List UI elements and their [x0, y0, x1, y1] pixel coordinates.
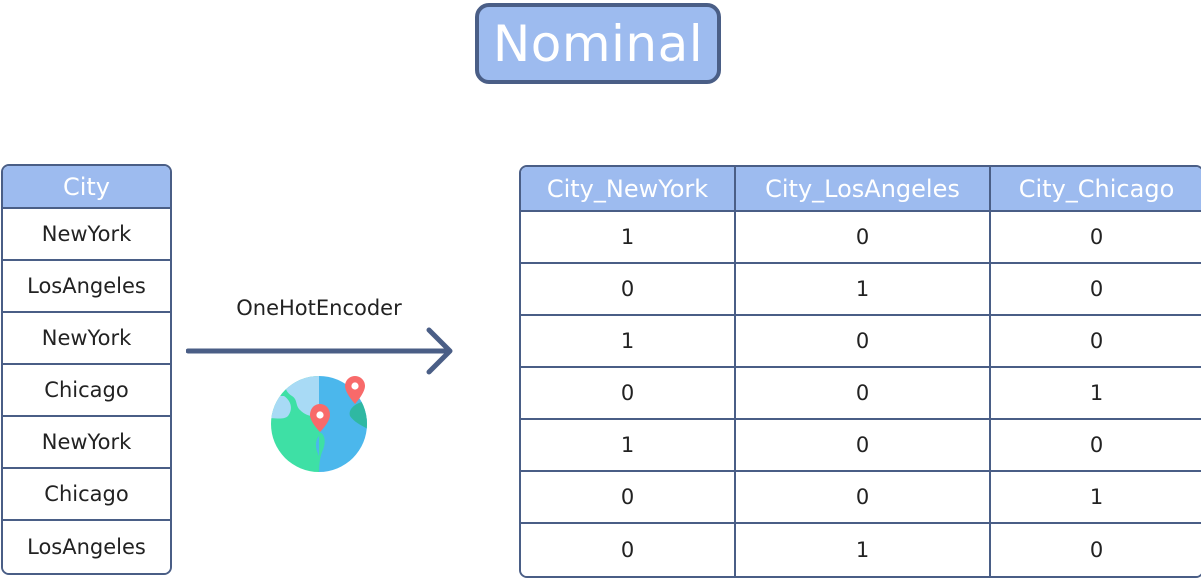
table-cell: 1	[991, 368, 1201, 420]
table-cell: 0	[991, 420, 1201, 472]
table-cell: 0	[736, 316, 991, 368]
table-row: 0 0 1	[521, 472, 1201, 524]
table-row: LosAngeles	[3, 521, 170, 573]
table-cell: 0	[521, 264, 736, 316]
table-row: 0 0 1	[521, 368, 1201, 420]
table-cell: 0	[736, 420, 991, 472]
table-cell: 0	[991, 212, 1201, 264]
table-cell: 0	[521, 368, 736, 420]
table-cell: 1	[736, 264, 991, 316]
table-row: NewYork	[3, 209, 170, 261]
table-cell: 0	[991, 264, 1201, 316]
map-pin-icon	[310, 404, 330, 432]
table-cell: 0	[736, 368, 991, 420]
table-cell: 0	[736, 212, 991, 264]
column-header-city-newyork: City_NewYork	[521, 167, 736, 212]
table-cell: LosAngeles	[3, 261, 170, 313]
table-cell: 0	[521, 524, 736, 576]
table-cell: NewYork	[3, 209, 170, 261]
table-row: NewYork	[3, 313, 170, 365]
table-row: 0 1 0	[521, 524, 1201, 576]
table-row: 0 1 0	[521, 264, 1201, 316]
table-cell: 0	[991, 316, 1201, 368]
table-cell: Chicago	[3, 469, 170, 521]
table-cell: NewYork	[3, 313, 170, 365]
table-header-row: City_NewYork City_LosAngeles City_Chicag…	[521, 167, 1201, 212]
title-text: Nominal	[492, 14, 704, 73]
table-row: NewYork	[3, 417, 170, 469]
table-row: 1 0 0	[521, 212, 1201, 264]
right-arrow-icon	[186, 327, 453, 375]
globe-location-pin-icon	[271, 376, 367, 472]
table-cell: 0	[991, 524, 1201, 576]
column-header-city-chicago: City_Chicago	[991, 167, 1201, 212]
table-cell: 0	[521, 472, 736, 524]
table-cell: 1	[736, 524, 991, 576]
table-cell: Chicago	[3, 365, 170, 417]
table-row: LosAngeles	[3, 261, 170, 313]
table-row: Chicago	[3, 469, 170, 521]
table-cell: 0	[736, 472, 991, 524]
map-pin-icon	[345, 376, 365, 404]
encoder-label: OneHotEncoder	[236, 296, 402, 320]
table-row: 1 0 0	[521, 316, 1201, 368]
table-cell: LosAngeles	[3, 521, 170, 573]
table-header-row: City	[3, 166, 170, 209]
table-cell: 1	[991, 472, 1201, 524]
table-cell: 1	[521, 420, 736, 472]
column-header-city-losangeles: City_LosAngeles	[736, 167, 991, 212]
table-cell: 1	[521, 316, 736, 368]
table-row: Chicago	[3, 365, 170, 417]
title-badge: Nominal	[475, 3, 721, 84]
table-row: 1 0 0	[521, 420, 1201, 472]
column-header-city: City	[3, 166, 170, 209]
table-cell: NewYork	[3, 417, 170, 469]
table-cell: 1	[521, 212, 736, 264]
city-input-table: City NewYork LosAngeles NewYork Chicago …	[1, 164, 172, 575]
one-hot-output-table: City_NewYork City_LosAngeles City_Chicag…	[519, 165, 1201, 578]
